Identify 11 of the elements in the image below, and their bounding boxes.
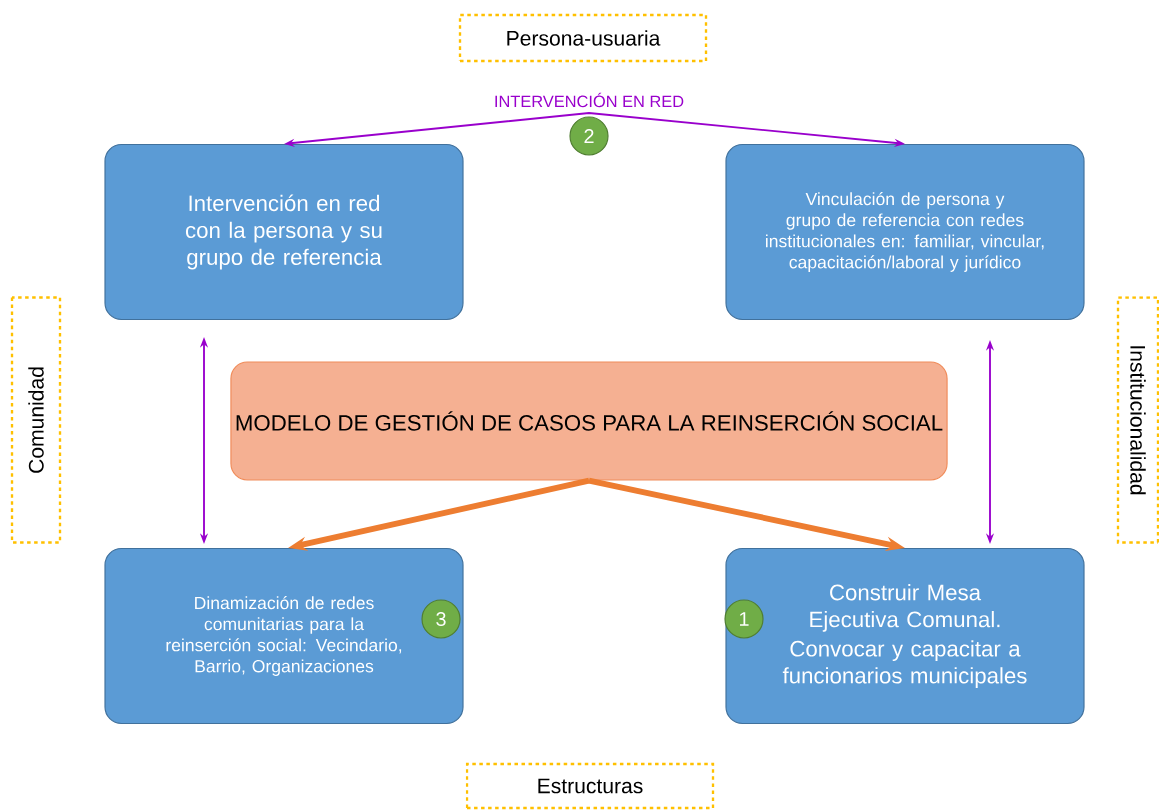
dashed-label-box: Estructuras [465, 762, 715, 810]
number-badge: 1 [724, 599, 764, 639]
number-badge: 2 [569, 116, 609, 156]
central-box: MODELO DE GESTIÓN DE CASOS PARA LA REINSERCIÓN SOCIAL [230, 361, 948, 481]
dashed-label-box: Institucionalidad [1116, 296, 1159, 544]
dashed-label-box: Persona-usuaria [458, 13, 708, 63]
number-badge: 3 [421, 599, 461, 639]
process-box: Vinculación de persona y grupo de referencia con redes institucionales en: familiar, vincular, capacitación/laboral y jurídico [725, 143, 1085, 321]
edge-label: INTERVENCIÓN EN RED [492, 91, 686, 109]
process-box: Intervención en red con la persona y su grupo de referencia [104, 143, 464, 321]
dashed-label-box: Comunidad [10, 296, 62, 544]
